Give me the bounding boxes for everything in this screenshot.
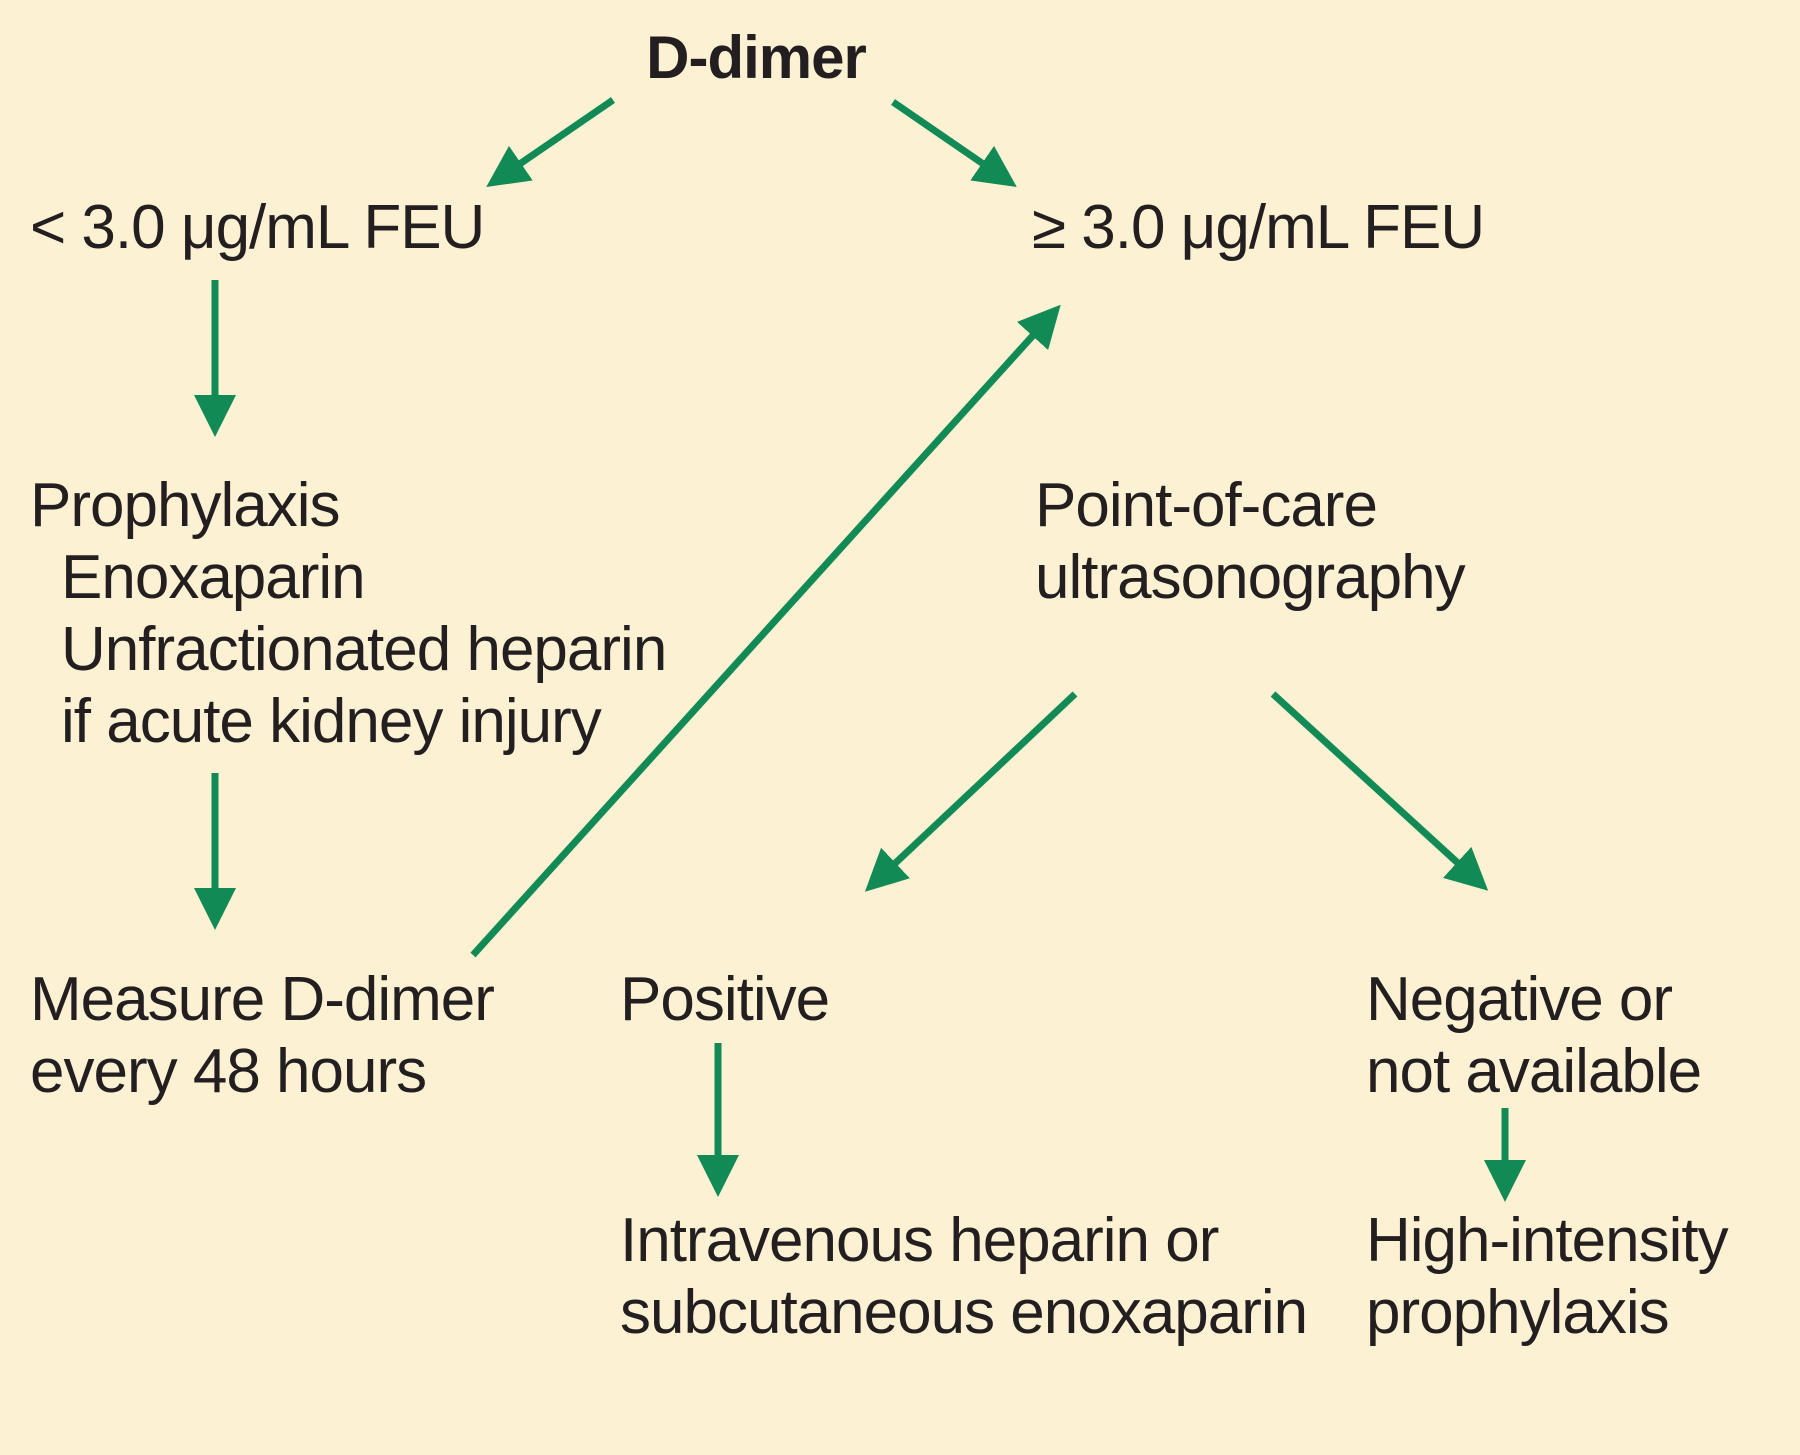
high-ddimer-node: ≥ 3.0 μg/mL FEU	[1032, 192, 1485, 264]
low-ddimer-label: < 3.0 μg/mL FEU	[30, 193, 485, 262]
iv-heparin-node: Intravenous heparin or subcutaneous enox…	[620, 1205, 1308, 1349]
measure-ddimer-node: Measure D-dimer every 48 hours	[30, 964, 495, 1108]
negative-node: Negative or not available	[1366, 964, 1702, 1108]
prophylaxis-heading: Prophylaxis	[30, 471, 340, 540]
arrow-pocus-to-negative	[1270, 691, 1489, 891]
pocus-line-2: ultrasonography	[1035, 543, 1466, 612]
prophylaxis-enoxaparin: Enoxaparin	[61, 543, 366, 612]
measure-line-1: Measure D-dimer	[30, 965, 495, 1034]
ddimer-title: D-dimer	[646, 24, 867, 91]
high-intensity-line-2: prophylaxis	[1366, 1278, 1670, 1347]
arrow-pocus-to-positive	[864, 691, 1078, 892]
prophylaxis-heparin: Unfractionated heparin	[61, 615, 667, 684]
high-ddimer-label: ≥ 3.0 μg/mL FEU	[1032, 193, 1485, 262]
positive-node: Positive	[620, 964, 830, 1036]
prophylaxis-aki: if acute kidney injury	[61, 687, 602, 756]
pocus-node: Point-of-care ultrasonography	[1035, 470, 1466, 614]
iv-heparin-line-1: Intravenous heparin or	[620, 1206, 1219, 1275]
arrow-ddimer-to-low	[486, 97, 615, 187]
arrow-ddimer-to-high	[891, 99, 1017, 187]
pocus-line-1: Point-of-care	[1035, 471, 1378, 540]
prophylaxis-node: Prophylaxis Enoxaparin Unfractionated he…	[30, 470, 667, 758]
negative-line-2: not available	[1366, 1037, 1702, 1106]
arrow-measure-to-high	[470, 304, 1061, 958]
iv-heparin-line-2: subcutaneous enoxaparin	[620, 1278, 1308, 1347]
measure-line-2: every 48 hours	[30, 1037, 427, 1106]
positive-label: Positive	[620, 965, 830, 1034]
low-ddimer-node: < 3.0 μg/mL FEU	[30, 192, 485, 264]
high-intensity-line-1: High-intensity	[1366, 1206, 1729, 1275]
high-intensity-node: High-intensity prophylaxis	[1366, 1205, 1729, 1349]
negative-line-1: Negative or	[1366, 965, 1673, 1034]
